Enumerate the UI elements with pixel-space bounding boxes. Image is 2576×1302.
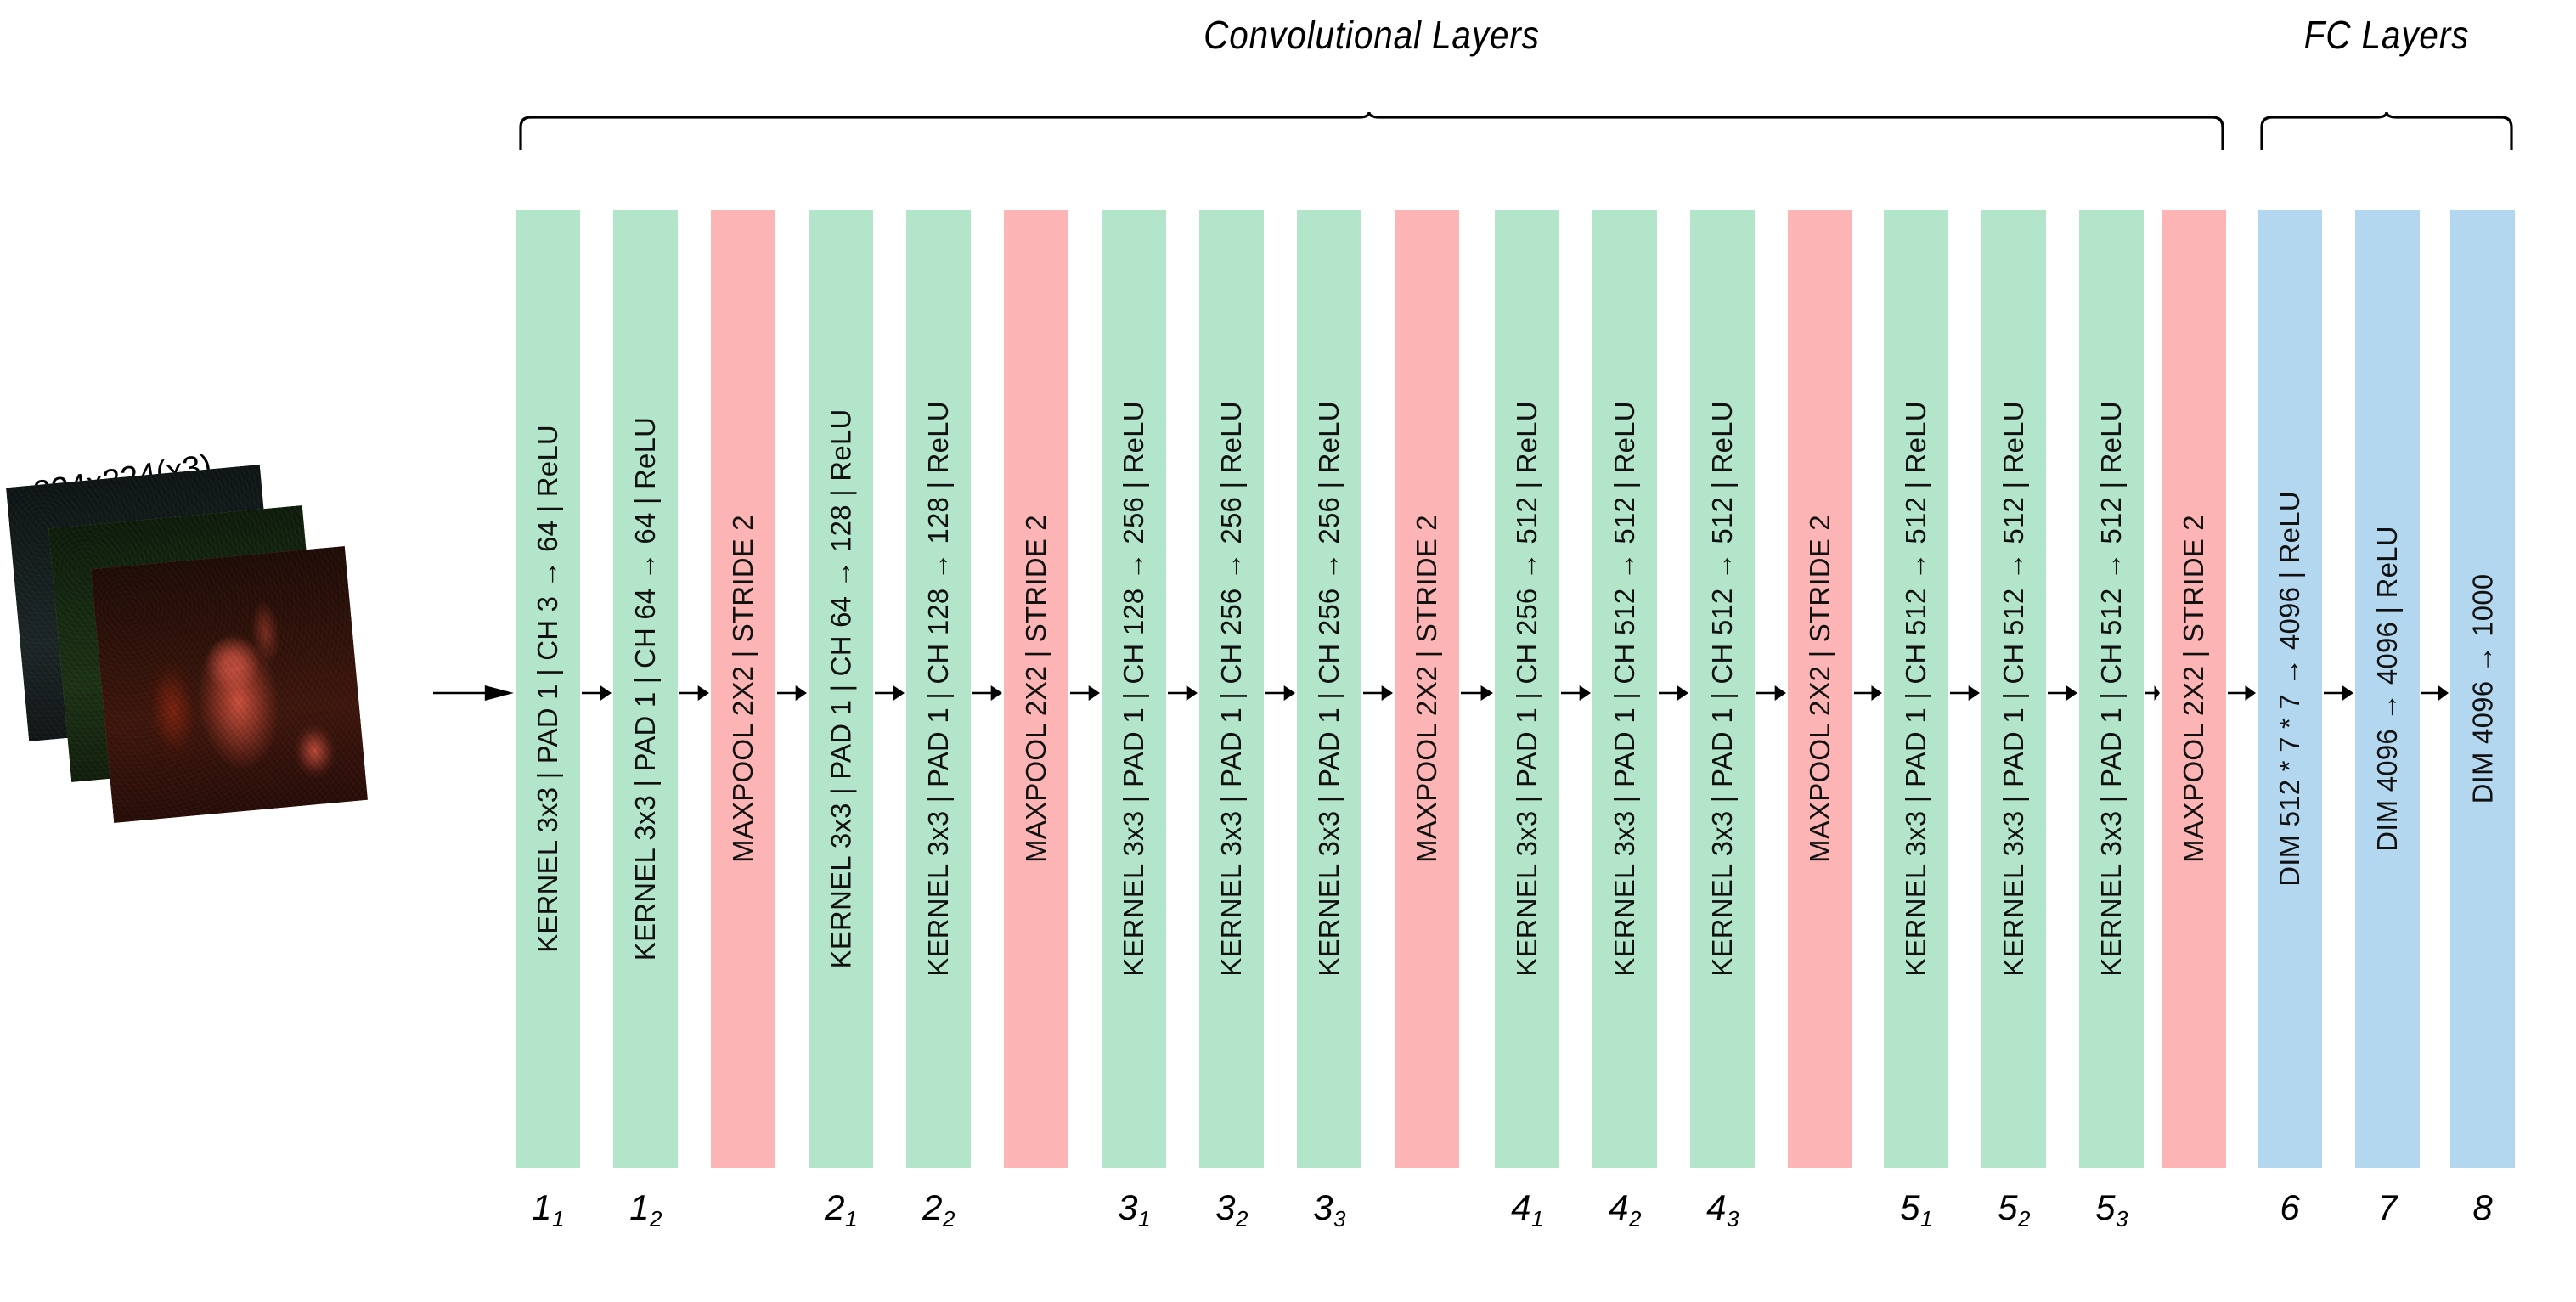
layer-bar-conv-16[interactable]: KERNEL 3x3 | PAD 1 | CH 512 → 512 | ReLU [1981,210,2046,1168]
layer-bar-label: MAXPOOL 2X2 | STRIDE 2 [1020,515,1051,863]
flow-arrow [2421,685,2449,702]
layer-bar-label: MAXPOOL 2X2 | STRIDE 2 [2178,515,2209,863]
layer-index-label-22: 22 [922,1187,955,1232]
layer-index-label-8: 8 [2472,1187,2493,1227]
layer-bar-label: KERNEL 3x3 | PAD 1 | CH 256 → 256 | ReLU [1215,401,1248,977]
layer-index-label-43: 43 [1706,1187,1739,1232]
flow-arrow [582,685,612,702]
layer-bar-conv-15[interactable]: KERNEL 3x3 | PAD 1 | CH 512 → 512 | ReLU [1884,210,1948,1168]
flow-arrow [972,685,1002,702]
layer-bar-pool-18[interactable]: MAXPOOL 2X2 | STRIDE 2 [2162,210,2226,1168]
layer-bar-label: KERNEL 3x3 | PAD 1 | CH 128 → 128 | ReLU [922,401,955,977]
layer-bar-label: KERNEL 3x3 | PAD 1 | CH 3 → 64 | ReLU [532,425,564,953]
conv-section-title: Convolutional Layers [1203,13,1540,57]
layer-bar-label: KERNEL 3x3 | PAD 1 | CH 256 → 256 | ReLU [1313,401,1345,977]
layer-index-label-51: 51 [1900,1187,1933,1232]
layer-bar-label: KERNEL 3x3 | PAD 1 | CH 64 → 64 | ReLU [629,416,661,961]
flow-arrow [1659,685,1688,702]
layer-bar-conv-13[interactable]: KERNEL 3x3 | PAD 1 | CH 512 → 512 | ReLU [1690,210,1755,1168]
layer-bar-label: KERNEL 3x3 | PAD 1 | CH 512 → 512 | ReLU [1706,401,1739,977]
layer-index-label-41: 41 [1511,1187,1544,1232]
layer-bar-pool-14[interactable]: MAXPOOL 2X2 | STRIDE 2 [1788,210,1852,1168]
layer-bar-conv-8[interactable]: KERNEL 3x3 | PAD 1 | CH 256 → 256 | ReLU [1199,210,1264,1168]
layer-bar-conv-2[interactable]: KERNEL 3x3 | PAD 1 | CH 64 → 64 | ReLU [613,210,678,1168]
flow-arrow [2228,685,2256,702]
flow-arrow [875,685,905,702]
layer-index-label-7: 7 [2377,1187,2398,1227]
flow-arrow [2048,685,2077,702]
layer-bar-conv-5[interactable]: KERNEL 3x3 | PAD 1 | CH 128 → 128 | ReLU [906,210,971,1168]
layer-bar-label: KERNEL 3x3 | PAD 1 | CH 512 → 512 | ReLU [1998,401,2030,977]
layer-index-label-6: 6 [2280,1187,2300,1227]
flow-arrow [1363,685,1393,702]
layer-index-label-11: 11 [532,1187,565,1232]
layer-index-label-33: 33 [1313,1187,1346,1232]
layer-bar-label: KERNEL 3x3 | PAD 1 | CH 64 → 128 | ReLU [825,409,856,969]
layer-bar-label: DIM 4096 → 4096 | ReLU [2371,526,2403,852]
layer-bar-conv-9[interactable]: KERNEL 3x3 | PAD 1 | CH 256 → 256 | ReLU [1297,210,1361,1168]
layer-bar-conv-4[interactable]: KERNEL 3x3 | PAD 1 | CH 64 → 128 | ReLU [809,210,873,1168]
layer-bar-fc-21[interactable]: DIM 4096 → 1000 [2450,210,2515,1168]
flow-arrow [1561,685,1591,702]
input-image-stack [0,465,442,917]
layer-index-label-52: 52 [1998,1187,2031,1232]
flow-arrow [1854,685,1882,702]
layer-bar-pool-3[interactable]: MAXPOOL 2X2 | STRIDE 2 [711,210,775,1168]
fc-section-title: FC Layers [2303,13,2470,57]
flow-arrow [1070,685,1100,702]
layer-bar-conv-7[interactable]: KERNEL 3x3 | PAD 1 | CH 128 → 256 | ReLU [1102,210,1166,1168]
flow-arrow [2324,685,2353,702]
conv-section-brace [518,110,2225,153]
layer-index-label-53: 53 [2095,1187,2128,1232]
layer-bar-label: KERNEL 3x3 | PAD 1 | CH 256 → 512 | ReLU [1511,401,1543,977]
layer-index-label-21: 21 [825,1187,858,1232]
flow-arrow [1168,685,1198,702]
flow-arrow [679,685,709,702]
layer-bar-label: MAXPOOL 2X2 | STRIDE 2 [1804,515,1835,863]
layer-bar-conv-1[interactable]: KERNEL 3x3 | PAD 1 | CH 3 → 64 | ReLU [516,210,580,1168]
flow-arrow [1756,685,1786,702]
input-flow-arrow [433,685,514,702]
fc-section-brace [2259,110,2514,153]
layer-index-label-31: 31 [1118,1187,1151,1232]
input-channel-red [91,546,368,823]
layer-bar-conv-11[interactable]: KERNEL 3x3 | PAD 1 | CH 256 → 512 | ReLU [1495,210,1559,1168]
layer-bar-label: MAXPOOL 2X2 | STRIDE 2 [727,515,758,863]
layer-bar-fc-20[interactable]: DIM 4096 → 4096 | ReLU [2355,210,2420,1168]
flow-arrow [1461,685,1493,702]
layer-index-label-42: 42 [1609,1187,1642,1232]
flow-arrow [1265,685,1295,702]
layer-bar-label: DIM 512 * 7 * 7 → 4096 | ReLU [2274,491,2306,887]
flow-arrow [2145,685,2160,702]
layer-bar-fc-19[interactable]: DIM 512 * 7 * 7 → 4096 | ReLU [2258,210,2322,1168]
layer-bar-label: KERNEL 3x3 | PAD 1 | CH 512 → 512 | ReLU [2095,401,2128,977]
layer-bar-label: DIM 4096 → 1000 [2466,573,2499,804]
flow-arrow [1950,685,1980,702]
layer-bar-conv-12[interactable]: KERNEL 3x3 | PAD 1 | CH 512 → 512 | ReLU [1592,210,1657,1168]
layer-bar-label: MAXPOOL 2X2 | STRIDE 2 [1411,515,1442,863]
flow-arrow [777,685,807,702]
layer-bar-pool-6[interactable]: MAXPOOL 2X2 | STRIDE 2 [1004,210,1068,1168]
layer-bar-label: KERNEL 3x3 | PAD 1 | CH 512 → 512 | ReLU [1900,401,1932,977]
layer-index-label-32: 32 [1215,1187,1249,1232]
layer-bar-pool-10[interactable]: MAXPOOL 2X2 | STRIDE 2 [1395,210,1459,1168]
layer-bar-label: KERNEL 3x3 | PAD 1 | CH 128 → 256 | ReLU [1118,401,1150,977]
layer-index-label-12: 12 [629,1187,662,1232]
layer-bar-label: KERNEL 3x3 | PAD 1 | CH 512 → 512 | ReLU [1609,401,1641,977]
layer-bar-conv-17[interactable]: KERNEL 3x3 | PAD 1 | CH 512 → 512 | ReLU [2079,210,2144,1168]
